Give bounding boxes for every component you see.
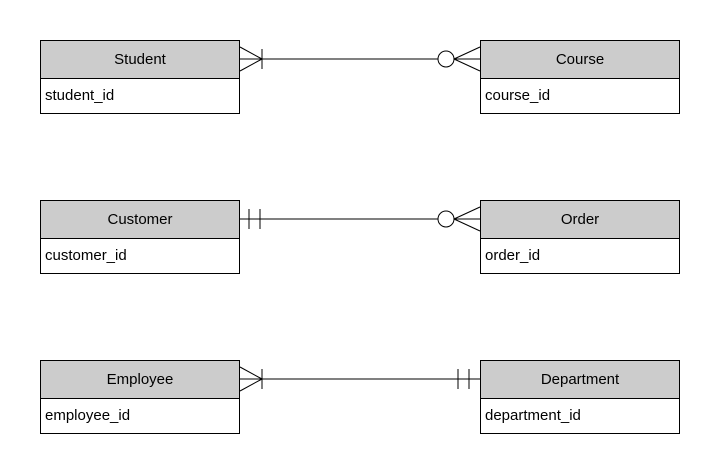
cardinality-one-or-many-marker xyxy=(239,366,263,392)
entity-title: Employee xyxy=(41,361,239,399)
entity-attribute: customer_id xyxy=(41,239,239,273)
cardinality-exactly-one-marker xyxy=(457,369,470,389)
entity-title: Department xyxy=(481,361,679,399)
entity-attribute: order_id xyxy=(481,239,679,273)
entity-attribute: employee_id xyxy=(41,399,239,433)
entity-customer[interactable]: Customer customer_id xyxy=(40,200,240,274)
entity-department[interactable]: Department department_id xyxy=(480,360,680,434)
relationship-customer-order[interactable] xyxy=(240,206,481,232)
cardinality-one-or-many-marker xyxy=(239,46,263,72)
entity-student[interactable]: Student student_id xyxy=(40,40,240,114)
relationship-student-course[interactable] xyxy=(239,46,481,72)
cardinality-zero-or-many-marker xyxy=(437,46,481,72)
entity-course[interactable]: Course course_id xyxy=(480,40,680,114)
cardinality-zero-or-many-marker xyxy=(437,206,481,232)
entity-title: Customer xyxy=(41,201,239,239)
relationship-employee-department[interactable] xyxy=(239,366,480,392)
cardinality-exactly-one-marker xyxy=(248,209,261,229)
entity-attribute: course_id xyxy=(481,79,679,113)
entity-employee[interactable]: Employee employee_id xyxy=(40,360,240,434)
entity-title: Student xyxy=(41,41,239,79)
entity-order[interactable]: Order order_id xyxy=(480,200,680,274)
entity-attribute: department_id xyxy=(481,399,679,433)
entity-title: Order xyxy=(481,201,679,239)
entity-attribute: student_id xyxy=(41,79,239,113)
entity-title: Course xyxy=(481,41,679,79)
